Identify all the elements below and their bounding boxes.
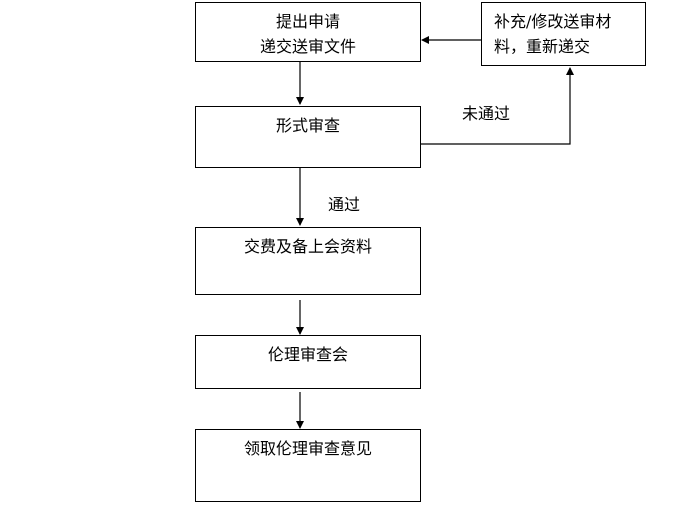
node-resubmit-label: 补充/修改送审材料，重新递交 [494, 12, 612, 56]
node-ethics-review-meeting: 伦理审查会 [195, 335, 421, 389]
node-ethics-meeting-label: 伦理审查会 [267, 345, 348, 364]
node-submit-application: 提出申请 递交送审文件 [195, 2, 421, 62]
node-submit-line-1: 提出申请 [275, 12, 340, 31]
arrow-formal-review-to-resubmit [420, 67, 574, 145]
node-submit-line-2: 递交送审文件 [259, 37, 356, 56]
node-resubmit-materials: 补充/修改送审材料，重新递交 [481, 2, 646, 66]
edge-label-passed: 通过 [328, 195, 361, 214]
node-fee-label: 交费及备上会资料 [243, 237, 372, 256]
node-opinion-label: 领取伦理审查意见 [243, 439, 372, 458]
node-formal-review: 形式审查 [195, 106, 421, 168]
node-fee-and-materials: 交费及备上会资料 [195, 227, 421, 295]
node-receive-opinion: 领取伦理审查意见 [195, 429, 421, 502]
node-formal-review-label: 形式审查 [275, 116, 340, 135]
edge-label-not-passed: 未通过 [462, 104, 511, 123]
